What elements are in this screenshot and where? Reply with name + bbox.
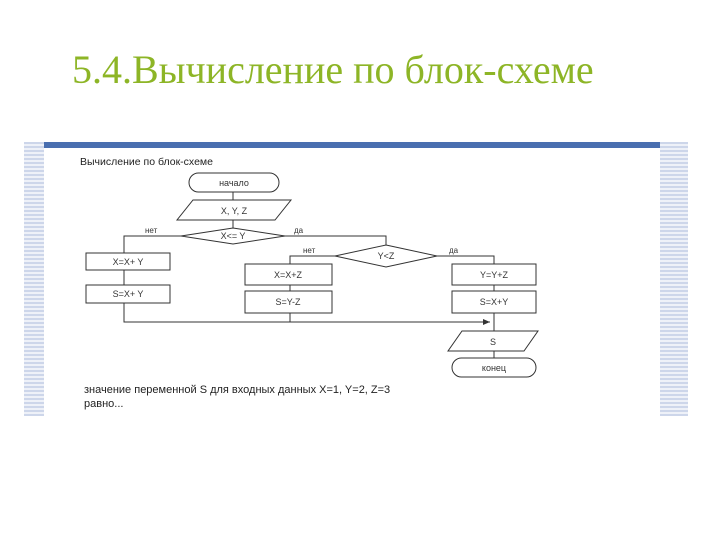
input-block: X, Y, Z bbox=[175, 199, 293, 221]
right-step-2: S=X+Y bbox=[451, 290, 537, 314]
output-block: S bbox=[447, 330, 539, 352]
condition-1-label: X<= Y bbox=[221, 231, 246, 241]
mid-step-1: X=X+Z bbox=[244, 263, 333, 286]
start-label: начало bbox=[219, 178, 249, 188]
left-step-2-label: S=X+ Y bbox=[113, 289, 144, 299]
condition-2-yes-label: да bbox=[449, 246, 459, 255]
right-step-2-label: S=X+Y bbox=[480, 297, 509, 307]
condition-1-yes-label: да bbox=[294, 226, 304, 235]
diagram-canvas bbox=[44, 148, 660, 416]
left-step-1-label: X=X+ Y bbox=[113, 257, 144, 267]
right-step-1: Y=Y+Z bbox=[451, 263, 537, 286]
start-terminator: начало bbox=[188, 172, 280, 193]
condition-2-no-label: нет bbox=[303, 246, 316, 255]
right-step-1-label: Y=Y+Z bbox=[480, 270, 509, 280]
mid-step-2-label: S=Y-Z bbox=[276, 297, 301, 307]
connector-cond2-no bbox=[289, 255, 335, 264]
condition-1-no-label: нет bbox=[145, 226, 158, 235]
left-step-2: S=X+ Y bbox=[85, 284, 171, 304]
condition-2-label: Y<Z bbox=[378, 251, 395, 261]
output-label: S bbox=[490, 337, 496, 347]
mid-step-2: S=Y-Z bbox=[244, 290, 333, 314]
connector-cond1-no bbox=[123, 235, 181, 253]
slide-title: 5.4.Вычисление по блок-схеме bbox=[72, 47, 594, 92]
diagram-header: Вычисление по блок-схеме bbox=[80, 156, 213, 168]
condition-2: Y<Z bbox=[334, 244, 438, 268]
end-terminator: конец bbox=[451, 357, 537, 378]
connector-cond2-yes bbox=[437, 255, 495, 264]
connector-left-merge bbox=[123, 303, 490, 325]
connector-cond1-yes bbox=[285, 235, 387, 245]
mid-step-1-label: X=X+Z bbox=[274, 270, 303, 280]
condition-1: X<= Y bbox=[180, 227, 286, 245]
input-label: X, Y, Z bbox=[221, 206, 248, 216]
question-line-2: равно... bbox=[84, 398, 123, 410]
left-step-1: X=X+ Y bbox=[85, 252, 171, 271]
frame-title-bar bbox=[44, 142, 660, 148]
question-line-1: значение переменной S для входных данных… bbox=[84, 384, 390, 396]
end-label: конец bbox=[482, 363, 506, 373]
connectors bbox=[123, 192, 495, 358]
